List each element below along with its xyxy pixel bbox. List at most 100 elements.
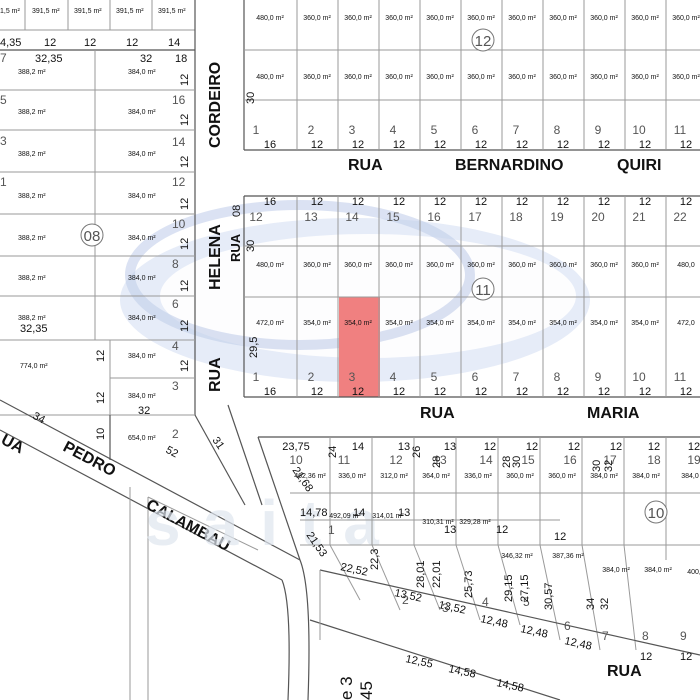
lot-frontage: 12 <box>179 238 191 250</box>
dim-label: 32 <box>138 405 150 417</box>
corner-label: e 3 <box>337 676 356 700</box>
lot-number: 10 <box>172 217 186 231</box>
lot-number: 10 <box>632 370 646 384</box>
dim-label: 22,52 <box>339 561 368 578</box>
lot-area: 462,36 m² <box>294 473 326 480</box>
lot-area: 360,0 m² <box>303 74 331 81</box>
lot-number: 6 <box>172 297 179 311</box>
lot-frontage: 12 <box>688 441 700 453</box>
lot-area: 391,5 m² <box>32 8 60 15</box>
lot-area: 360,0 m² <box>303 15 331 22</box>
lot-frontage: 12 <box>311 196 323 208</box>
watermark-text: saita <box>145 487 401 559</box>
lot-number: 17 <box>468 210 482 224</box>
lot-frontage: 12 <box>179 74 191 86</box>
block-08: 08 <box>0 49 196 416</box>
lot-frontage: 16 <box>264 139 276 151</box>
lot-area: 654,0 m² <box>128 435 156 442</box>
lot-area: 360,0 m² <box>426 15 454 22</box>
lot-area: 384,0 m² <box>602 567 630 574</box>
lot-frontage: 12 <box>557 196 569 208</box>
lot-area: 388,2 m² <box>18 69 46 76</box>
street-label-rua-bottom: RUA <box>607 663 642 680</box>
lot-area: 354,0 m² <box>631 320 659 327</box>
lot-frontage: 12 <box>475 139 487 151</box>
dim-label: 13 <box>398 507 410 519</box>
lot-frontage: 12 <box>568 441 580 453</box>
lot-area: 360,0 m² <box>426 74 454 81</box>
lot-area: 360,0 m² <box>385 15 413 22</box>
street-label-rua-pedro: UA <box>0 432 27 458</box>
lot-number: 2 <box>308 370 315 384</box>
lot-area: 360,0 m² <box>590 262 618 269</box>
lot-area: 360,0 m² <box>548 473 576 480</box>
lot-area: 388,2 m² <box>18 151 46 158</box>
dim-label: 32,35 <box>20 323 48 335</box>
lot-area: 391,5 m² <box>74 8 102 15</box>
dim-label: 10 <box>95 428 107 440</box>
diagonal-roads <box>0 399 310 700</box>
lot-frontage: 12 <box>516 386 528 398</box>
lot-frontage: 12 <box>179 360 191 372</box>
lot-frontage: 16 <box>264 386 276 398</box>
lot-number: 17 <box>603 453 617 467</box>
lot-area: 336,0 m² <box>338 473 366 480</box>
lot-area: 384,0 m² <box>128 235 156 242</box>
lot-frontage: 12 <box>639 139 651 151</box>
lot-number: 21 <box>632 210 646 224</box>
lot-frontage: 12 <box>557 386 569 398</box>
lot-number: 6 <box>564 619 571 633</box>
lot-number: 9 <box>595 370 602 384</box>
lot-area: 346,32 m² <box>501 553 533 560</box>
corner-label: 45 <box>357 681 376 700</box>
dim-label: 12,48 <box>479 613 508 630</box>
lot-area: 1,5 m² <box>0 8 21 15</box>
dim-label: 26 <box>411 446 423 458</box>
block-label-10: 10 <box>648 505 665 522</box>
lot-area: 384,0 m² <box>128 275 156 282</box>
lot-area: 360,0 m² <box>467 74 495 81</box>
lot-number: 7 <box>513 370 520 384</box>
lot-area: 384,0 m² <box>590 473 618 480</box>
dim-label: 30 <box>245 240 257 252</box>
lot-area: 310,31 m² <box>422 519 454 526</box>
lot-frontage: 12 <box>179 198 191 210</box>
lot-area: 384,0 m² <box>128 193 156 200</box>
dim-label: 14,58 <box>495 677 524 694</box>
lot-number: 6 <box>472 123 479 137</box>
dim-label: 28 <box>431 456 443 468</box>
lot-number: 3 <box>442 601 449 615</box>
lot-area: 384,0 <box>681 473 699 480</box>
dim-label: 12 <box>640 651 652 663</box>
lot-number: 4 <box>482 595 489 609</box>
lot-area: 384,0 m² <box>632 473 660 480</box>
lot-area: 360,0 m² <box>467 262 495 269</box>
lot-number: 18 <box>509 210 523 224</box>
lot-number: 8 <box>642 629 649 643</box>
lot-area: 360,0 m² <box>672 15 700 22</box>
lot-area: 360,0 m² <box>344 15 372 22</box>
lot-area: 360,0 m² <box>631 262 659 269</box>
dim-label: 27,15 <box>519 574 531 602</box>
dim-label: 30 <box>245 92 257 104</box>
lot-area: 360,0 m² <box>344 262 372 269</box>
dim-label: 13 <box>444 524 456 536</box>
lot-frontage: 12 <box>680 386 692 398</box>
highlighted-lot[interactable] <box>339 297 380 397</box>
lot-number: 2 <box>308 123 315 137</box>
lot-number: 9 <box>680 629 687 643</box>
lot-area: 400, <box>687 569 700 576</box>
lot-frontage: 12 <box>352 386 364 398</box>
lot-number: 1 <box>253 123 260 137</box>
lot-number: 2 <box>172 427 179 441</box>
lot-frontage: 12 <box>639 386 651 398</box>
lot-area: 480,0 m² <box>256 15 284 22</box>
dim-label: 32 <box>140 53 152 65</box>
lot-number: 5 <box>431 123 438 137</box>
lot-area: 354,0 m² <box>590 320 618 327</box>
lot-area: 384,0 m² <box>128 151 156 158</box>
dim-label: 14,58 <box>447 663 476 680</box>
lot-number: 13 <box>433 453 447 467</box>
lot-area: 360,0 m² <box>344 74 372 81</box>
